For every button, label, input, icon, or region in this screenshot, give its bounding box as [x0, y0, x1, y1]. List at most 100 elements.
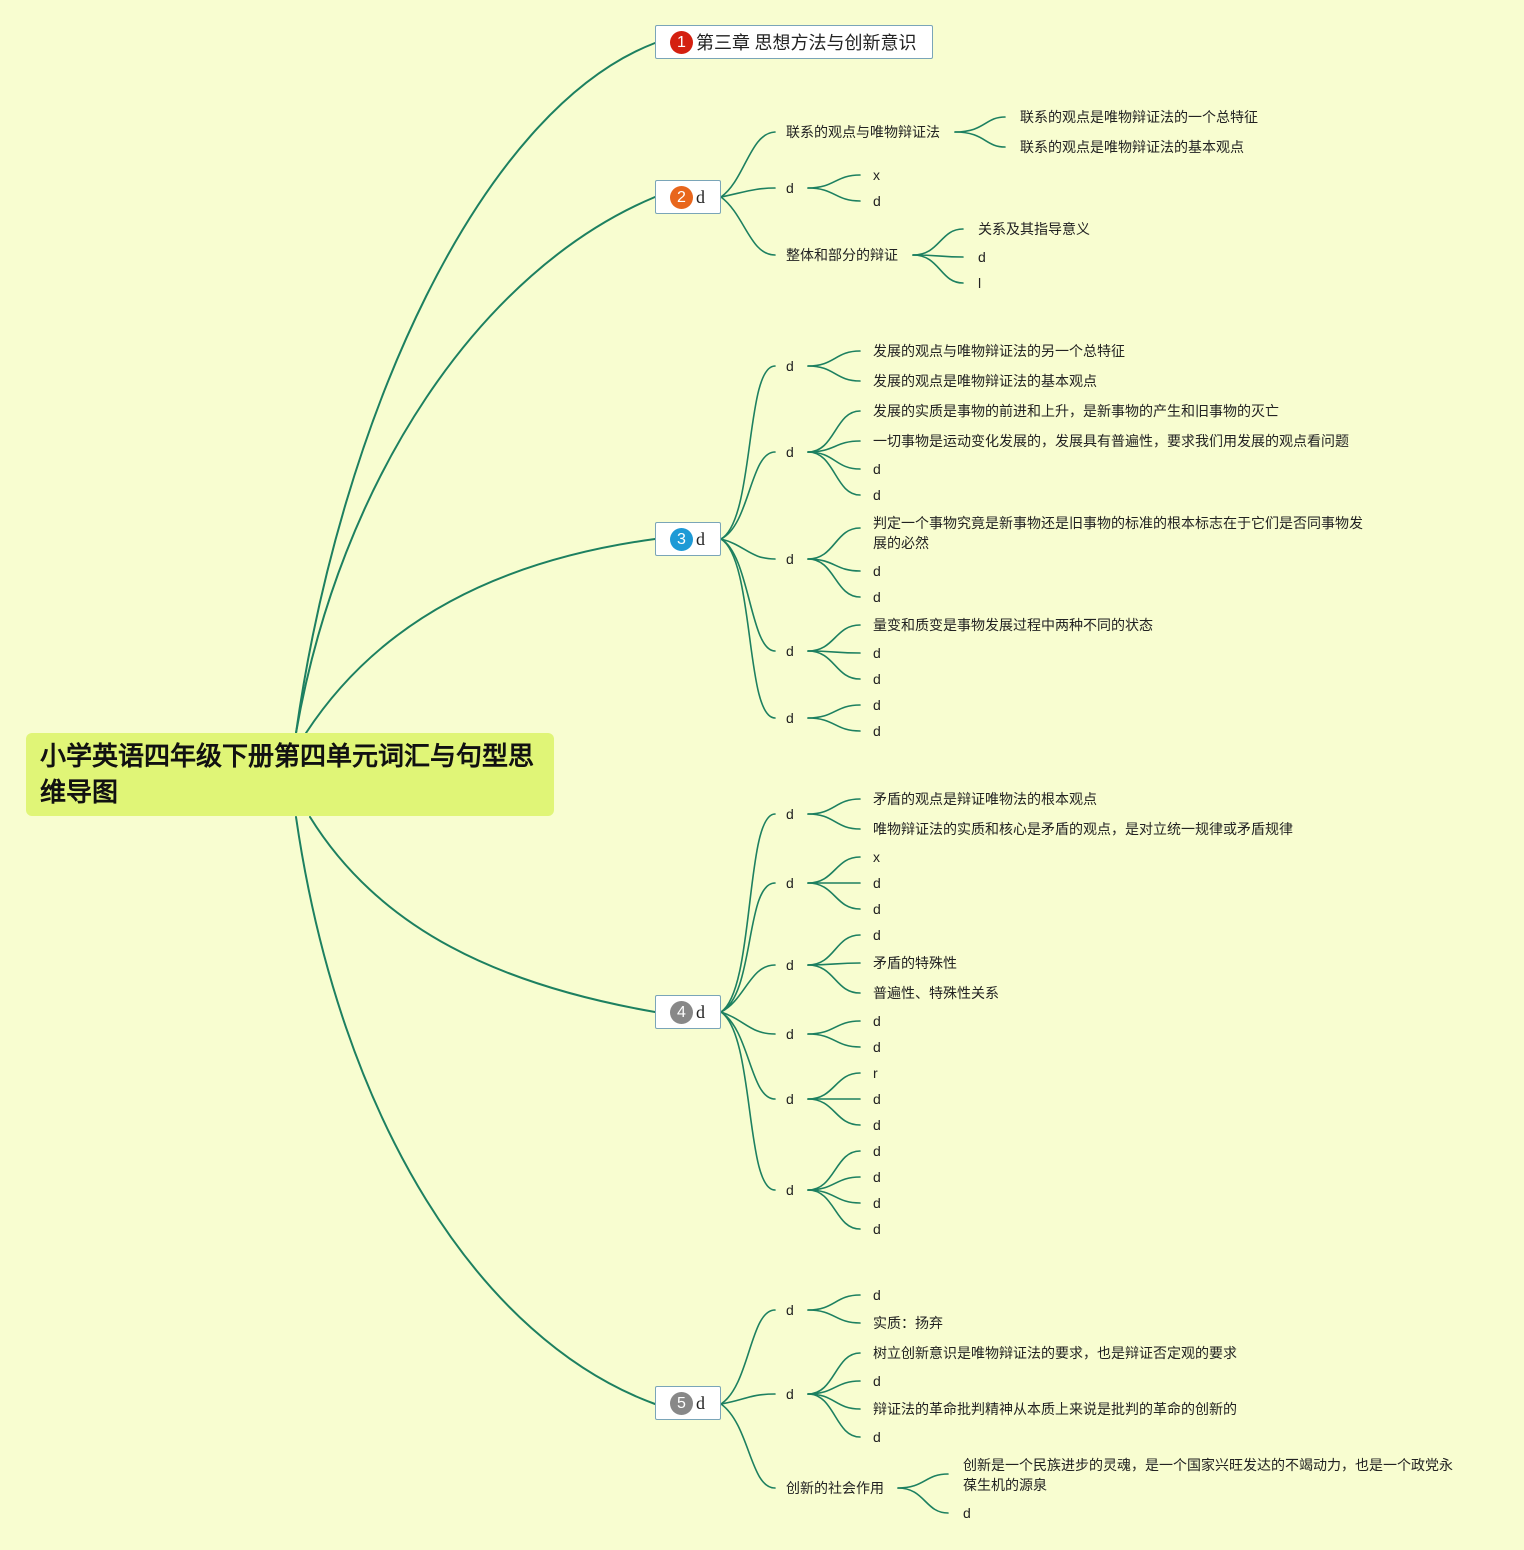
branch-line — [807, 174, 861, 189]
leaf[interactable]: 创新是一个民族进步的灵魂，是一个国家兴旺发达的不竭动力，也是一个政党永葆生机的源… — [963, 1457, 1453, 1493]
branch-line — [720, 1011, 776, 1191]
branch-line — [807, 558, 861, 598]
leaf[interactable]: 关系及其指导意义 — [978, 221, 1090, 237]
number-badge-icon: 1 — [670, 30, 693, 54]
main-topic-2[interactable]: 2 d — [655, 180, 721, 214]
branch-line — [807, 650, 861, 680]
leaf[interactable]: 发展的观点是唯物辩证法的基本观点 — [873, 373, 1097, 389]
leaf[interactable]: 判定一个事物究竟是新事物还是旧事物的标准的根本标志在于它们是否同事物发展的必然 — [873, 515, 1363, 551]
subtopic[interactable]: 整体和部分的辩证 — [786, 247, 898, 263]
leaf[interactable]: 发展的实质是事物的前进和上升，是新事物的产生和旧事物的灭亡 — [873, 403, 1279, 419]
central-topic[interactable]: 小学英语四年级下册第四单元词汇与句型思维导图 — [26, 733, 554, 816]
number-badge-icon: 4 — [670, 1000, 693, 1024]
branch-line — [954, 131, 1006, 148]
branch-line — [720, 365, 776, 540]
leaf[interactable]: 唯物辩证法的实质和核心是矛盾的观点，是对立统一规律或矛盾规律 — [873, 821, 1293, 837]
leaf[interactable]: d — [873, 461, 881, 477]
branch-line — [807, 882, 861, 910]
leaf[interactable]: 实质：扬弃 — [873, 1315, 943, 1331]
branch-line — [807, 813, 861, 830]
leaf[interactable]: d — [963, 1505, 971, 1521]
subtopic[interactable]: d — [786, 1386, 794, 1402]
branch-line — [807, 451, 861, 496]
subtopic[interactable]: 创新的社会作用 — [786, 1480, 884, 1496]
subtopic[interactable]: d — [786, 358, 794, 374]
subtopic[interactable]: d — [786, 551, 794, 567]
main-topic-label: d — [696, 186, 705, 207]
leaf[interactable]: d — [873, 1221, 881, 1237]
main-topic-label: 第三章 思想方法与创新意识 — [696, 33, 917, 53]
subtopic[interactable]: d — [786, 806, 794, 822]
leaf[interactable]: d — [873, 1091, 881, 1107]
subtopic[interactable]: 联系的观点与唯物辩证法 — [786, 124, 940, 140]
leaf[interactable]: 发展的观点与唯物辩证法的另一个总特征 — [873, 343, 1125, 359]
leaf[interactable]: 一切事物是运动变化发展的，发展具有普遍性，要求我们用发展的观点看问题 — [873, 433, 1349, 449]
main-topic-4[interactable]: 4 d — [655, 995, 721, 1029]
leaf[interactable]: 树立创新意识是唯物辩证法的要求，也是辩证否定观的要求 — [873, 1345, 1237, 1361]
main-topic-1[interactable]: 1 第三章 思想方法与创新意识 — [655, 25, 933, 59]
leaf[interactable]: d — [873, 1013, 881, 1029]
branch-line — [720, 187, 776, 198]
leaf[interactable]: d — [873, 1039, 881, 1055]
leaf[interactable]: x — [873, 167, 880, 183]
branch-line — [720, 538, 776, 652]
subtopic[interactable]: d — [786, 1302, 794, 1318]
leaf[interactable]: 普遍性、特殊性关系 — [873, 985, 999, 1001]
leaf[interactable]: d — [873, 1117, 881, 1133]
leaf[interactable]: d — [873, 927, 881, 943]
branch-line — [807, 365, 861, 382]
leaf[interactable]: d — [873, 193, 881, 209]
subtopic[interactable]: d — [786, 1182, 794, 1198]
branch-line — [807, 350, 861, 367]
leaf[interactable]: d — [873, 1169, 881, 1185]
branch-line — [807, 1033, 861, 1048]
leaf[interactable]: d — [873, 1195, 881, 1211]
subtopic[interactable]: d — [786, 643, 794, 659]
main-topic-3[interactable]: 3 d — [655, 522, 721, 556]
leaf[interactable]: l — [978, 275, 982, 291]
branch-line — [305, 538, 656, 734]
leaf[interactable]: d — [873, 697, 881, 713]
leaf[interactable]: d — [873, 1429, 881, 1445]
branch-line — [897, 1473, 949, 1489]
leaf[interactable]: d — [873, 671, 881, 687]
subtopic[interactable]: d — [786, 957, 794, 973]
branch-line — [807, 964, 861, 994]
leaf[interactable]: d — [873, 1143, 881, 1159]
branch-line — [807, 1189, 861, 1230]
leaf[interactable]: d — [873, 645, 881, 661]
subtopic[interactable]: d — [786, 875, 794, 891]
leaf[interactable]: r — [873, 1065, 878, 1081]
leaf[interactable]: d — [873, 723, 881, 739]
branch-line — [807, 187, 861, 202]
subtopic[interactable]: d — [786, 710, 794, 726]
main-topic-label: d — [696, 1392, 705, 1413]
leaf[interactable]: d — [873, 563, 881, 579]
subtopic[interactable]: d — [786, 180, 794, 196]
leaf[interactable]: d — [978, 249, 986, 265]
leaf[interactable]: d — [873, 901, 881, 917]
subtopic[interactable]: d — [786, 444, 794, 460]
leaf[interactable]: x — [873, 849, 880, 865]
leaf[interactable]: 辩证法的革命批判精神从本质上来说是批判的革命的创新的 — [873, 1401, 1237, 1417]
leaf[interactable]: 量变和质变是事物发展过程中两种不同的状态 — [873, 617, 1153, 633]
leaf[interactable]: d — [873, 487, 881, 503]
leaf[interactable]: d — [873, 1373, 881, 1389]
branch-line — [807, 704, 861, 719]
subtopic[interactable]: d — [786, 1091, 794, 1107]
leaf[interactable]: 联系的观点是唯物辩证法的一个总特征 — [1020, 109, 1258, 125]
leaf[interactable]: d — [873, 875, 881, 891]
subtopic[interactable]: d — [786, 1026, 794, 1042]
branch-line — [720, 196, 776, 256]
leaf[interactable]: d — [873, 589, 881, 605]
branch-line — [720, 131, 776, 198]
leaf[interactable]: 矛盾的观点是辩证唯物法的根本观点 — [873, 791, 1097, 807]
branch-line — [720, 538, 776, 560]
main-topic-5[interactable]: 5 d — [655, 1386, 721, 1420]
branch-line — [720, 1011, 776, 1035]
leaf[interactable]: 联系的观点是唯物辩证法的基本观点 — [1020, 139, 1244, 155]
leaf[interactable]: 矛盾的特殊性 — [873, 955, 957, 971]
number-badge-icon: 3 — [670, 527, 693, 551]
leaf[interactable]: d — [873, 1287, 881, 1303]
branch-line — [720, 1309, 776, 1405]
